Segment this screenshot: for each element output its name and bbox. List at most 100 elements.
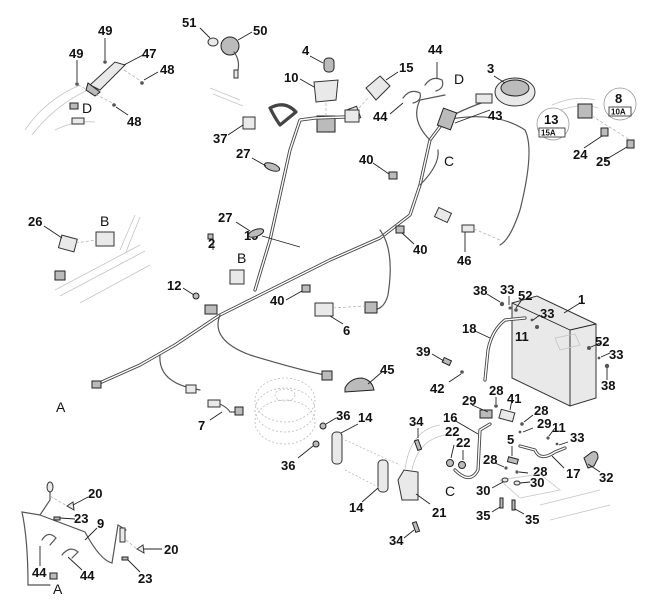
connector-letter-d: D [454,71,464,87]
callout-32: 32 [599,470,613,485]
part-38-bolt [499,301,505,307]
callout-9: 9 [97,516,104,531]
callout-22: 22 [456,435,470,450]
callout-43: 43 [488,108,502,123]
callout-48: 48 [160,62,174,77]
part-5-connector [506,456,519,465]
part-46-connector [461,224,475,233]
callout-38: 38 [473,283,487,298]
callout-12: 12 [167,278,181,293]
callout-20: 20 [164,542,178,557]
connector-a-end [91,380,102,389]
callout-15: 15 [399,60,413,75]
part-38-bolt [604,363,610,369]
part-30-washer [513,480,521,486]
callout-38: 38 [601,378,615,393]
part-27-tie [247,228,265,238]
part-36-nut [312,440,320,448]
battery-assembly: 1 18 38 33 52 33 11 52 33 38 39 42 [416,282,623,407]
part-1-battery [511,295,597,407]
part-28-screw [515,470,519,474]
part-20-boot [66,501,75,511]
screw-49-left [75,82,79,86]
part-34-bolt [413,438,423,452]
callout-33: 33 [500,282,514,297]
callout-16: 16 [443,410,457,425]
callout-13: 13 [544,112,558,127]
part-36-nut [319,422,327,430]
callout-2: 2 [208,236,215,251]
part-28-screw [504,466,508,470]
callout-44: 44 [80,568,95,583]
part-21-bracket [397,469,419,501]
part-37-relay [242,116,256,130]
callout-44: 44 [32,565,47,580]
bracket-plates: 36 36 14 14 [281,408,401,515]
callout-18: 18 [462,321,476,336]
callout-52: 52 [518,288,532,303]
part-14-plate [331,431,343,465]
callout-35: 35 [476,508,490,523]
callout-27: 27 [236,146,250,161]
part-44-clip [41,533,57,546]
connector-a-plug [49,572,58,580]
callout-24: 24 [573,147,588,162]
connector-letter-d: D [82,100,92,116]
part-34-bolt [411,520,421,534]
fuse-rating-10a: 10A [611,108,626,117]
connector-letter-a: A [56,399,66,415]
callout-52: 52 [595,334,609,349]
part-6-switch [314,302,334,317]
part-11-nut [546,436,550,440]
inset-cable-9: 20 23 9 20 23 44 44 A [21,481,178,597]
callout-23: 23 [138,571,152,586]
callout-22: 22 [445,424,459,439]
part-19-main-harness: 19 [91,93,530,394]
connector-6-mate [364,301,378,314]
part-26-relay [57,234,78,253]
callout-49: 49 [69,46,83,61]
callout-51: 51 [182,15,196,30]
part-14-plate [377,459,389,493]
callout-10: 10 [284,70,298,85]
callout-41: 41 [507,391,521,406]
part-11-nut [535,325,539,329]
part-40-clip [301,284,311,293]
fuse-block [577,103,593,119]
callout-11: 11 [515,329,529,344]
part-20-boot [136,544,145,554]
callout-1: 1 [578,292,585,307]
part-28-screw [494,404,498,408]
part-35-bolt [511,499,516,511]
callout-34: 34 [389,533,404,548]
part-44-clip [402,90,421,104]
part-43-connector [436,107,458,131]
inset-relay-26: 26 B [28,213,151,304]
part-22-nut [458,461,466,469]
callout-20: 20 [88,486,102,501]
part-44-clip [424,77,444,92]
connector-letter-c: C [444,153,454,169]
callout-25: 25 [596,154,610,169]
screw-48-bottom [112,103,116,107]
callout-48: 48 [127,114,141,129]
callout-39: 39 [416,344,430,359]
part-3-module: 3 [487,61,536,107]
connector-letter-b: B [100,213,109,229]
callout-33: 33 [540,306,554,321]
part-39-bolt [441,356,453,367]
small-parts-harness: 37 27 27 40 40 40 46 2 B 12 [167,116,501,338]
callout-29: 29 [537,416,551,431]
part-23-terminal [121,556,129,561]
part-30-washer [501,477,509,483]
connector-letter-c: C [445,483,455,499]
callout-29: 29 [462,393,476,408]
part-4-key [323,57,335,73]
callout-4: 4 [302,43,310,58]
callout-17: 17 [566,466,580,481]
callout-46: 46 [457,253,471,268]
part-7-connector [234,406,244,416]
screw-49-top [103,60,107,64]
part-35-bolt [499,497,504,509]
connector-letter-a: A [53,581,63,597]
